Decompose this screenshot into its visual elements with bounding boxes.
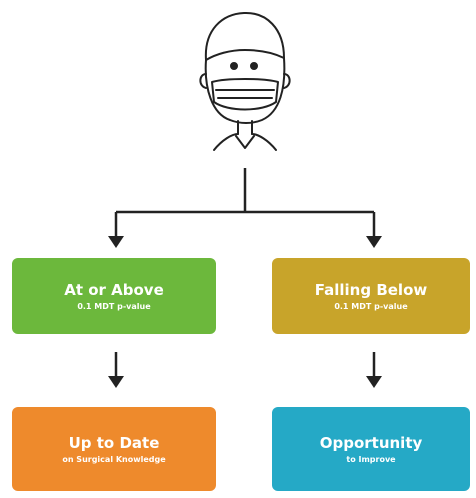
at-or-above-box: At or Above 0.1 MDT p-value [12, 258, 216, 334]
up-to-date-box: Up to Date on Surgical Knowledge [12, 407, 216, 491]
falling-below-box: Falling Below 0.1 MDT p-value [272, 258, 470, 334]
opportunity-box: Opportunity to Improve [272, 407, 470, 491]
up-to-date-subtitle: on Surgical Knowledge [62, 454, 166, 464]
falling-below-title: Falling Below [314, 280, 428, 299]
up-to-date-title: Up to Date [68, 433, 160, 452]
opportunity-subtitle: to Improve [346, 454, 396, 464]
falling-below-subtitle: 0.1 MDT p-value [334, 301, 408, 311]
at-or-above-title: At or Above [64, 280, 164, 299]
opportunity-title: Opportunity [319, 433, 423, 452]
surgeon-figure-icon [199, 11, 291, 151]
at-or-above-subtitle: 0.1 MDT p-value [77, 301, 151, 311]
